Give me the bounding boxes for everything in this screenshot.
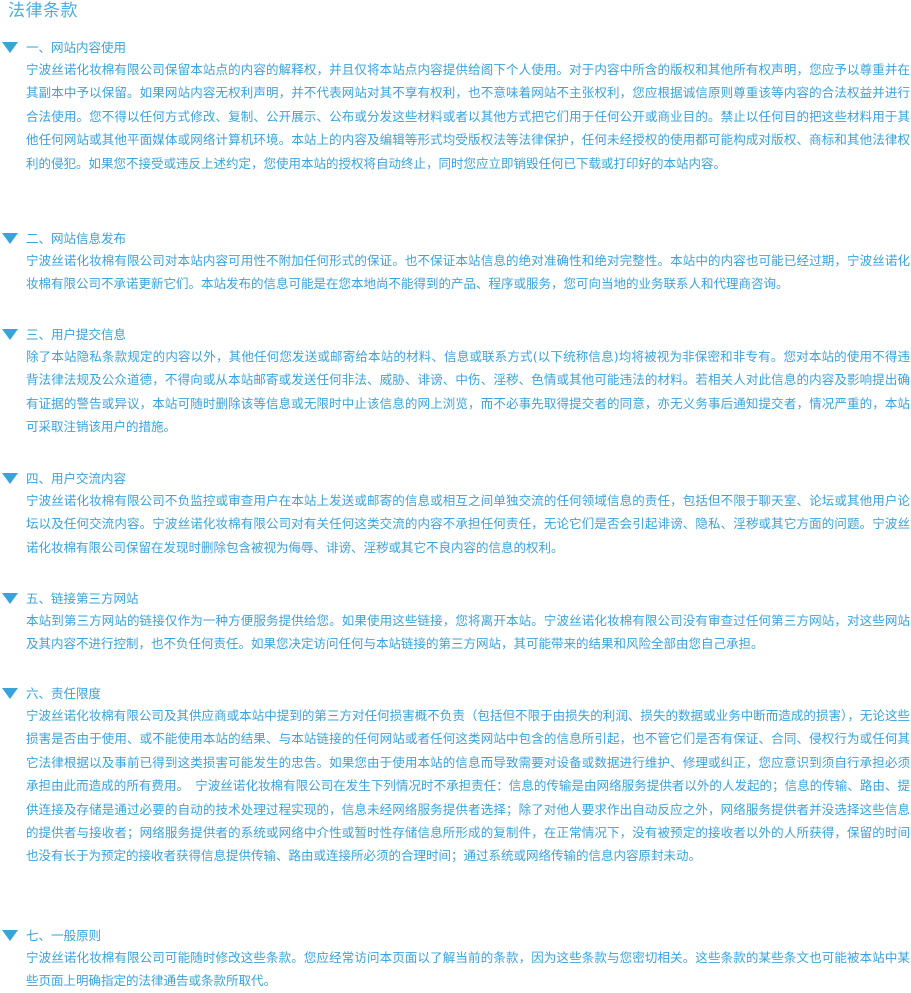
- section-body: 宁波丝诺化妆棉有限公司保留本站点的内容的解释权，并且仅将本站点内容提供给阁下个人…: [26, 62, 910, 171]
- section-body: 宁波丝诺化妆棉有限公司对本站内容可用性不附加任何形式的保证。也不保证本站信息的绝…: [26, 253, 910, 292]
- triangle-down-icon: [2, 233, 18, 244]
- section-heading: 一、网站内容使用: [0, 38, 911, 58]
- section-heading: 七、一般原则: [0, 926, 911, 946]
- section-heading-label: 一、网站内容使用: [26, 40, 127, 55]
- section-heading-label: 三、用户提交信息: [26, 327, 127, 342]
- section-third-party-links: 五、链接第三方网站 本站到第三方网站的链接仅作为一种方便服务提供给您。如果使用这…: [0, 589, 911, 656]
- section-heading-label: 四、用户交流内容: [26, 471, 127, 486]
- section-body: 本站到第三方网站的链接仅作为一种方便服务提供给您。如果使用这些链接，您将离开本站…: [26, 613, 910, 652]
- triangle-down-icon: [2, 42, 18, 53]
- triangle-down-icon: [2, 593, 18, 604]
- section-heading-label: 二、网站信息发布: [26, 231, 127, 246]
- section-info-publish: 二、网站信息发布 宁波丝诺化妆棉有限公司对本站内容可用性不附加任何形式的保证。也…: [0, 229, 911, 296]
- triangle-down-icon: [2, 473, 18, 484]
- section-user-submission: 三、用户提交信息 除了本站隐私条款规定的内容以外，其他任何您发送或邮寄给本站的材…: [0, 325, 911, 439]
- section-heading: 六、责任限度: [0, 684, 911, 704]
- section-heading: 二、网站信息发布: [0, 229, 911, 249]
- page-title: 法律条款: [8, 1, 78, 21]
- section-heading: 三、用户提交信息: [0, 325, 911, 345]
- section-content-use: 一、网站内容使用 宁波丝诺化妆棉有限公司保留本站点的内容的解释权，并且仅将本站点…: [0, 38, 911, 175]
- section-heading-label: 六、责任限度: [26, 686, 102, 701]
- section-heading: 五、链接第三方网站: [0, 589, 911, 609]
- section-liability-limit: 六、责任限度 宁波丝诺化妆棉有限公司及其供应商或本站中提到的第三方对任何损害概不…: [0, 684, 911, 868]
- section-general-principles: 七、一般原则 宁波丝诺化妆棉有限公司可能随时修改这些条款。您应经常访问本页面以了…: [0, 926, 911, 993]
- section-body: 除了本站隐私条款规定的内容以外，其他任何您发送或邮寄给本站的材料、信息或联系方式…: [26, 349, 910, 435]
- triangle-down-icon: [2, 329, 18, 340]
- section-heading: 四、用户交流内容: [0, 469, 911, 489]
- section-body: 宁波丝诺化妆棉有限公司及其供应商或本站中提到的第三方对任何损害概不负责（包括但不…: [26, 708, 910, 864]
- section-body: 宁波丝诺化妆棉有限公司不负监控或审查用户在本站上发送或邮寄的信息或相互之间单独交…: [26, 493, 910, 555]
- section-body: 宁波丝诺化妆棉有限公司可能随时修改这些条款。您应经常访问本页面以了解当前的条款，…: [26, 950, 910, 989]
- section-heading-label: 五、链接第三方网站: [26, 591, 139, 606]
- triangle-down-icon: [2, 930, 18, 941]
- section-heading-label: 七、一般原则: [26, 928, 102, 943]
- section-user-communication: 四、用户交流内容 宁波丝诺化妆棉有限公司不负监控或审查用户在本站上发送或邮寄的信…: [0, 469, 911, 559]
- triangle-down-icon: [2, 688, 18, 699]
